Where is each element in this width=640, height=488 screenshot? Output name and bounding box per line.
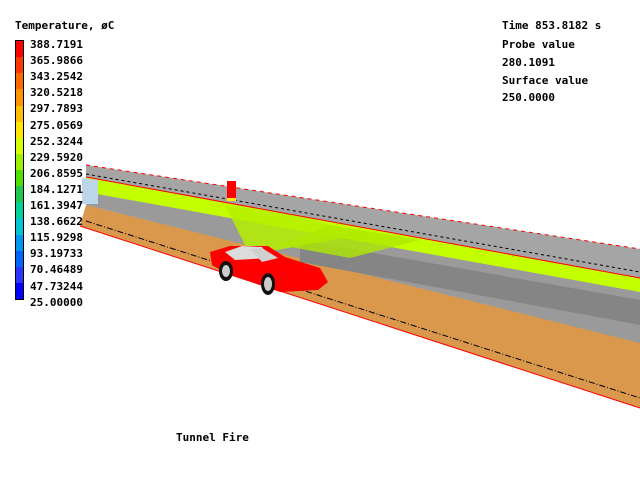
colorbar-segment [16, 250, 23, 267]
time-readout: Time 853.8182 s [502, 19, 602, 32]
colorbar-label: 184.1271 [30, 182, 83, 196]
colorbar-label: 297.7893 [30, 102, 83, 116]
colorbar-segment [16, 105, 23, 122]
colorbar-label: 47.73244 [30, 279, 83, 293]
tunnel-portal [82, 178, 98, 204]
colorbar-label: 320.5218 [30, 86, 83, 100]
temperature-colorbar [15, 40, 24, 300]
colorbar-segment [16, 218, 23, 235]
surface-value: 250.0000 [502, 91, 555, 104]
colorbar-title: Temperature, øC [15, 19, 115, 32]
colorbar-segment [16, 57, 23, 74]
probe-value: 280.1091 [502, 56, 555, 69]
colorbar-label: 206.8595 [30, 166, 83, 180]
colorbar-label: 343.2542 [30, 70, 83, 84]
colorbar-label: 70.46489 [30, 263, 83, 277]
colorbar-segment [16, 170, 23, 187]
colorbar-segment [16, 73, 23, 90]
colorbar-label: 365.9866 [30, 54, 83, 68]
colorbar-label: 388.7191 [30, 38, 83, 51]
colorbar-segment [16, 121, 23, 138]
colorbar-label: 25.00000 [30, 295, 83, 309]
colorbar-segment [16, 202, 23, 219]
surface-label: Surface value [502, 74, 589, 87]
colorbar-label: 161.3947 [30, 199, 83, 212]
colorbar-segment [16, 89, 23, 106]
colorbar-segment [16, 266, 23, 283]
colorbar-label: 138.6622 [30, 215, 83, 229]
wall-shade [300, 240, 640, 325]
colorbar-label: 229.5920 [30, 150, 83, 164]
colorbar-label: 115.9298 [30, 231, 83, 245]
smoke-plume [225, 205, 360, 255]
colorbar-segment [16, 41, 23, 58]
sprinkler-probe [227, 181, 236, 198]
tunnel-ceiling [86, 165, 640, 278]
colorbar-segment [16, 282, 23, 299]
car [210, 246, 328, 295]
scene-caption: Tunnel Fire [176, 431, 249, 444]
colorbar-label: 252.3244 [30, 134, 83, 148]
colorbar-segment [16, 186, 23, 203]
smoke-plume-2 [280, 225, 420, 258]
colorbar-label: 275.0569 [30, 118, 83, 132]
colorbar-segment [16, 137, 23, 154]
colorbar-label: 93.19733 [30, 247, 83, 261]
colorbar-segment [16, 234, 23, 251]
probe-label: Probe value [502, 38, 575, 51]
colorbar-segment [16, 153, 23, 170]
